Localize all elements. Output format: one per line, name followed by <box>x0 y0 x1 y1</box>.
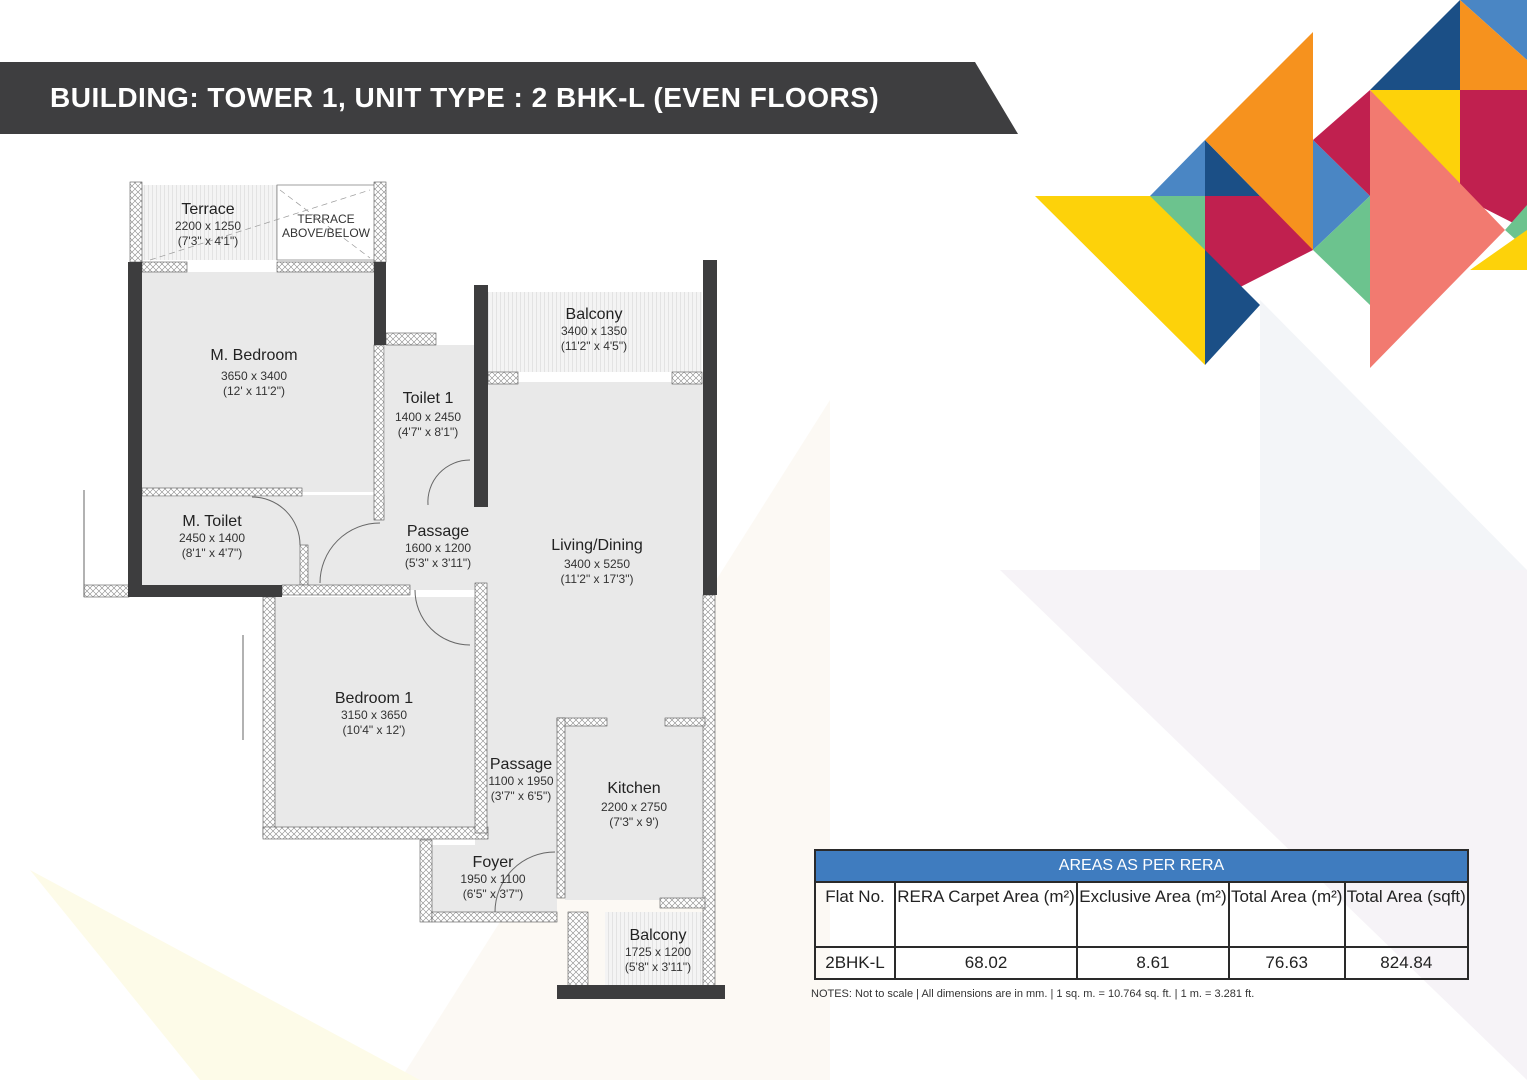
floor-areas <box>140 272 705 913</box>
terrace-diagonals <box>149 189 371 261</box>
balcony-floor-2 <box>605 912 708 987</box>
doors <box>83 459 556 913</box>
room-dim: 1400 x 2450 <box>394 410 462 425</box>
room-name: Balcony <box>565 306 623 323</box>
room-name: Passage <box>406 523 470 540</box>
room-dim: 3150 x 3650 <box>340 708 408 723</box>
room-ft: (12' x 11'2") <box>223 383 285 398</box>
room-master-bedroom: M. Bedroom 3650 x 3400 (12' x 11'2") <box>210 346 297 398</box>
balcony-floor <box>487 292 702 372</box>
room-master-toilet: M. Toilet 2450 x 1400 (8'1" x 4'7") <box>179 512 245 560</box>
cell-exclusive-area: 8.61 <box>1076 946 1230 980</box>
note-line: TERRACE <box>297 212 355 226</box>
header-total-area-sqft: Total Area (sqft) <box>1343 881 1470 948</box>
room-dim: 3650 x 3400 <box>220 369 288 384</box>
room-dim: 2450 x 1400 <box>178 531 246 546</box>
room-dim: 1950 x 1100 <box>460 872 526 887</box>
header-exclusive-area: Exclusive Area (m²) <box>1076 881 1230 948</box>
title-banner: BUILDING: TOWER 1, UNIT TYPE : 2 BHK-L (… <box>0 62 1018 134</box>
room-ft: (6'5" x 3'7") <box>462 886 524 901</box>
room-name: Kitchen <box>607 780 661 797</box>
header-total-area-m2: Total Area (m²) <box>1227 881 1346 948</box>
cell-carpet-area: 68.02 <box>893 946 1079 980</box>
table-caption: AREAS AS PER RERA <box>814 849 1469 883</box>
room-name: Bedroom 1 <box>334 690 414 707</box>
room-dim: 1725 x 1200 <box>624 945 692 960</box>
table-header-row: Flat No. RERA Carpet Area (m²) Exclusive… <box>814 881 1470 948</box>
terrace-above-below-note: TERRACE ABOVE/BELOW <box>282 212 370 241</box>
cell-flat-no: 2BHK-L <box>814 946 896 980</box>
room-balcony-2: Balcony 1725 x 1200 (5'8" x 3'11") <box>625 926 691 974</box>
rera-areas-table: AREAS AS PER RERA Flat No. RERA Carpet A… <box>814 849 1470 980</box>
room-ft: (8'1" x 4'7") <box>181 545 243 560</box>
room-kitchen: Kitchen 2200 x 2750 (7'3" x 9') <box>601 779 667 829</box>
room-ft: (4'7" x 8'1") <box>397 424 459 439</box>
room-ft: (5'3" x 3'11") <box>404 555 472 570</box>
room-name: Living/Dining <box>551 537 643 554</box>
room-dim: 1100 x 1950 <box>488 774 554 789</box>
page-title: BUILDING: TOWER 1, UNIT TYPE : 2 BHK-L (… <box>50 82 880 113</box>
room-passage-2: Passage 1100 x 1950 (3'7" x 6'5") <box>488 755 553 803</box>
orange-triangle <box>1205 32 1313 250</box>
cell-total-area-m2: 76.63 <box>1227 946 1346 980</box>
hatched-walls <box>83 181 716 996</box>
room-living-dining: Living/Dining 3400 x 5250 (11'2" x 17'3"… <box>551 536 643 586</box>
notes: NOTES: Not to scale | All dimensions are… <box>811 988 1255 1000</box>
solid-walls <box>128 260 725 999</box>
header-carpet-area: RERA Carpet Area (m²) <box>893 881 1079 948</box>
room-dim: 2200 x 1250 <box>174 219 242 234</box>
room-name: M. Bedroom <box>210 347 298 364</box>
room-name: Toilet 1 <box>402 390 454 407</box>
room-terrace: Terrace 2200 x 1250 (7'3" x 4'1") <box>175 200 241 248</box>
room-name: Foyer <box>472 854 514 871</box>
room-bedroom-1: Bedroom 1 3150 x 3650 (10'4" x 12') <box>335 689 413 737</box>
room-ft: (11'2" x 4'5") <box>560 338 628 353</box>
room-name: M. Toilet <box>182 513 242 530</box>
room-ft: (7'3" x 4'1") <box>177 233 239 248</box>
room-ft: (10'4" x 12') <box>342 722 406 737</box>
room-name: Passage <box>489 756 553 773</box>
header-flat-no: Flat No. <box>814 881 896 948</box>
room-balcony: Balcony 3400 x 1350 (11'2" x 4'5") <box>561 305 627 353</box>
room-ft: (11'2" x 17'3") <box>560 571 634 586</box>
room-dim: 2200 x 2750 <box>600 800 668 815</box>
yellow-triangle <box>1035 196 1205 365</box>
room-ft: (5'8" x 3'11") <box>624 959 692 974</box>
room-ft: (7'3" x 9') <box>609 814 659 829</box>
room-dim: 3400 x 5250 <box>563 557 631 572</box>
room-dim: 3400 x 1350 <box>560 324 628 339</box>
table-row: 2BHK-L 68.02 8.61 76.63 824.84 <box>814 946 1470 980</box>
room-name: Terrace <box>181 201 235 218</box>
room-ft: (3'7" x 6'5") <box>490 788 552 803</box>
room-name: Balcony <box>629 927 687 944</box>
room-toilet-1: Toilet 1 1400 x 2450 (4'7" x 8'1") <box>395 389 461 439</box>
coral-triangle <box>1370 90 1505 368</box>
note-line: ABOVE/BELOW <box>281 226 371 241</box>
cell-total-area-sqft: 824.84 <box>1343 946 1470 980</box>
room-dim: 1600 x 1200 <box>404 541 472 556</box>
room-passage: Passage 1600 x 1200 (5'3" x 3'11") <box>405 522 471 570</box>
room-foyer: Foyer 1950 x 1100 (6'5" x 3'7") <box>460 853 525 901</box>
